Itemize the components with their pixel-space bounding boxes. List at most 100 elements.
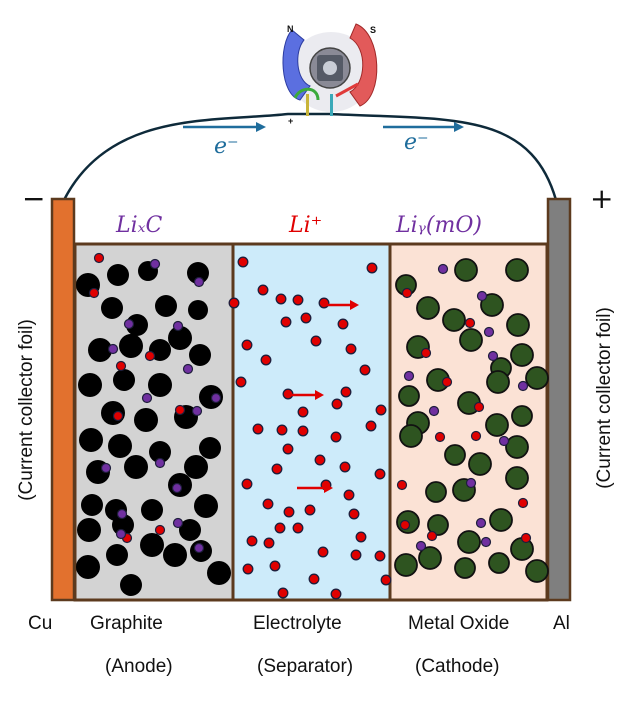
graphite-particle (107, 264, 129, 286)
graphite-particle (149, 441, 171, 463)
li-ion (228, 297, 240, 309)
electron-label-right: e⁻ (404, 130, 429, 155)
graphite-particle (140, 533, 164, 557)
li-ion (269, 560, 281, 572)
intercalated-li-ion (480, 536, 492, 548)
intercalated-li-ion (498, 435, 510, 447)
intercalated-li-ion (465, 477, 477, 489)
graphite-label: Graphite (90, 613, 163, 634)
cu-label: Cu (28, 613, 52, 634)
electron-flow-arrow-icon (383, 122, 464, 132)
motor-south-label: S (370, 25, 376, 35)
graphite-particle (168, 326, 192, 350)
metal-oxide-particle (525, 366, 549, 390)
li-ion (271, 463, 283, 475)
li-ion (257, 284, 269, 296)
negative-sign: − (22, 182, 45, 215)
metal-oxide-particle (489, 508, 513, 532)
metal-oxide-particle (510, 343, 534, 367)
li-ion (297, 406, 309, 418)
metal-oxide-particle (425, 481, 447, 503)
motor-terminal-label: + (288, 116, 293, 126)
ion-flow-arrow-icon (288, 390, 324, 400)
li-ion (242, 563, 254, 575)
intercalated-li-ion (428, 405, 440, 417)
li-ion (340, 386, 352, 398)
graphite-particle (148, 373, 172, 397)
motor-north-label: N (287, 24, 294, 34)
intercalated-li-ion (403, 370, 415, 382)
intercalated-li-ion (193, 542, 205, 554)
intercalated-li-ion (93, 252, 105, 264)
li-ion (275, 293, 287, 305)
intercalated-li-ion (154, 524, 166, 536)
li-ion (317, 546, 329, 558)
graphite-particle (76, 555, 100, 579)
intercalated-li-ion (399, 519, 411, 531)
intercalated-li-ion (483, 326, 495, 338)
li-ion (237, 256, 249, 268)
metal-oxide-particle (505, 435, 529, 459)
intercalated-li-ion (88, 287, 100, 299)
intercalated-li-ion (141, 392, 153, 404)
anode-label: (Anode) (105, 656, 173, 677)
li-ion (355, 531, 367, 543)
metal-oxide-particles (394, 258, 549, 583)
intercalated-li-ion (470, 430, 482, 442)
intercalated-li-ion (476, 290, 488, 302)
graphite-particle (188, 300, 208, 320)
intercalated-li-ion (182, 363, 194, 375)
li-ion (348, 508, 360, 520)
intercalated-li-ion (464, 317, 476, 329)
intercalated-li-ion (434, 431, 446, 443)
li-ion (274, 522, 286, 534)
electron-label-left: e⁻ (214, 134, 239, 159)
metal-oxide-particle (418, 546, 442, 570)
li-ion (300, 312, 312, 324)
metal-oxide-particle (525, 559, 549, 583)
right-collector-label: (Current collector foil) (594, 307, 615, 489)
graphite-particle (163, 543, 187, 567)
li-ion (283, 506, 295, 518)
intercalated-li-ion (123, 318, 135, 330)
metal-oxide-particle (485, 413, 509, 437)
li-ion (350, 549, 362, 561)
metal-oxide-particle (454, 258, 478, 282)
metal-oxide-particle (416, 296, 440, 320)
metal-oxide-particle (511, 405, 533, 427)
intercalated-li-ion (174, 404, 186, 416)
intercalated-li-ion (441, 376, 453, 388)
li-ion (246, 535, 258, 547)
ion-flow-arrows (288, 300, 359, 493)
ion-flow-arrow-icon (323, 300, 359, 310)
li-ion (365, 420, 377, 432)
intercalated-li-ion (420, 347, 432, 359)
li-ion (292, 294, 304, 306)
intercalated-li-ion (112, 410, 124, 422)
intercalated-li-ion (144, 350, 156, 362)
li-ion (318, 297, 330, 309)
intercalated-li-ion (415, 540, 427, 552)
intercalated-li-ion (171, 482, 183, 494)
metal-oxide-particle (427, 514, 449, 536)
li-ion (375, 404, 387, 416)
positive-sign: + (590, 182, 613, 215)
cathode-composition-label: Liᵧ(mO) (395, 213, 482, 238)
graphite-particle (88, 338, 112, 362)
li-ion (260, 354, 272, 366)
intercalated-li-ion (396, 479, 408, 491)
intercalated-li-ion (437, 263, 449, 275)
separator-label: (Separator) (257, 656, 353, 677)
intercalated-li-ion (193, 276, 205, 288)
external-circuit-wire (62, 112, 558, 201)
intercalated-li-ion (100, 462, 112, 474)
graphite-particle (141, 499, 163, 521)
li-ion (241, 478, 253, 490)
graphite-particle (113, 369, 135, 391)
cathode-label: (Cathode) (415, 656, 500, 677)
li-ion (304, 504, 316, 516)
intercalated-li-ion (172, 320, 184, 332)
metal-oxide-particle (480, 293, 504, 317)
electron-flow-arrow-icon (183, 122, 266, 132)
